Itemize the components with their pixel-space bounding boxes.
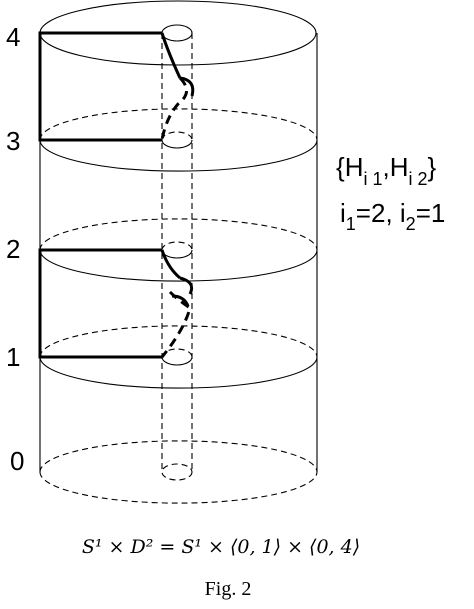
level-label-4: 4: [6, 22, 20, 52]
core-top: [161, 24, 193, 42]
figure-caption: Fig. 2: [205, 578, 252, 600]
handle-h2: H: [390, 152, 409, 182]
handle-lower-hook-2: [171, 294, 190, 307]
core-level-3-back: [161, 131, 193, 141]
disc-level-1-back: [39, 325, 318, 358]
index-i1: i: [340, 198, 346, 228]
handle-lower-curve-solid: [160, 249, 181, 280]
disc-level-1-front: [39, 356, 318, 389]
disc-level-0-front: [39, 471, 318, 504]
handle-upper-frame: [38, 31, 162, 142]
disc-level-2-back: [39, 218, 318, 251]
disc-level-3-front: [39, 139, 318, 172]
level-label-1: 1: [6, 342, 20, 372]
brace-close: }: [428, 152, 437, 182]
core-level-2-back: [161, 241, 193, 251]
index-i1-subscript: 1: [346, 214, 356, 234]
core-level-1: [161, 356, 193, 366]
brace-open: {: [336, 152, 345, 182]
handle-h1-subscript: i 1: [363, 169, 382, 189]
index-i2-subscript: 2: [406, 214, 416, 234]
handle-upper-hook: [179, 76, 195, 97]
svg-text:i1=2, i2=1: i1=2, i2=1: [340, 198, 445, 234]
disc-level-3-back: [39, 108, 318, 141]
disc-level-0-back: [39, 440, 318, 473]
comma: ,: [382, 152, 389, 182]
level-label-2: 2: [6, 234, 20, 264]
svg-text:{Hi 1,Hi 2}: {Hi 1,Hi 2}: [336, 152, 437, 189]
core-bottom: [161, 463, 193, 481]
index-i1-value: =2, i: [356, 198, 406, 228]
core-level-2: [161, 249, 193, 259]
disc-level-2-front: [39, 249, 318, 282]
handle-h2-subscript: i 2: [409, 169, 428, 189]
handle-set-annotation: {Hi 1,Hi 2} i1=2, i2=1: [336, 152, 445, 234]
formula: S¹ × D² = S¹ × ⟨0, 1⟩ × ⟨0, 4⟩: [82, 536, 360, 558]
handle-upper-curve-dashed: [160, 76, 188, 141]
level-label-0: 0: [10, 446, 24, 476]
handle-h1: H: [345, 152, 364, 182]
handle-upper-curve-solid: [160, 32, 182, 79]
handle-lower-frame: [38, 248, 162, 359]
index-i2-value: =1: [416, 198, 446, 228]
core-level-3: [161, 139, 193, 149]
level-label-3: 3: [6, 126, 20, 156]
handle-lower-hook: [179, 276, 194, 295]
